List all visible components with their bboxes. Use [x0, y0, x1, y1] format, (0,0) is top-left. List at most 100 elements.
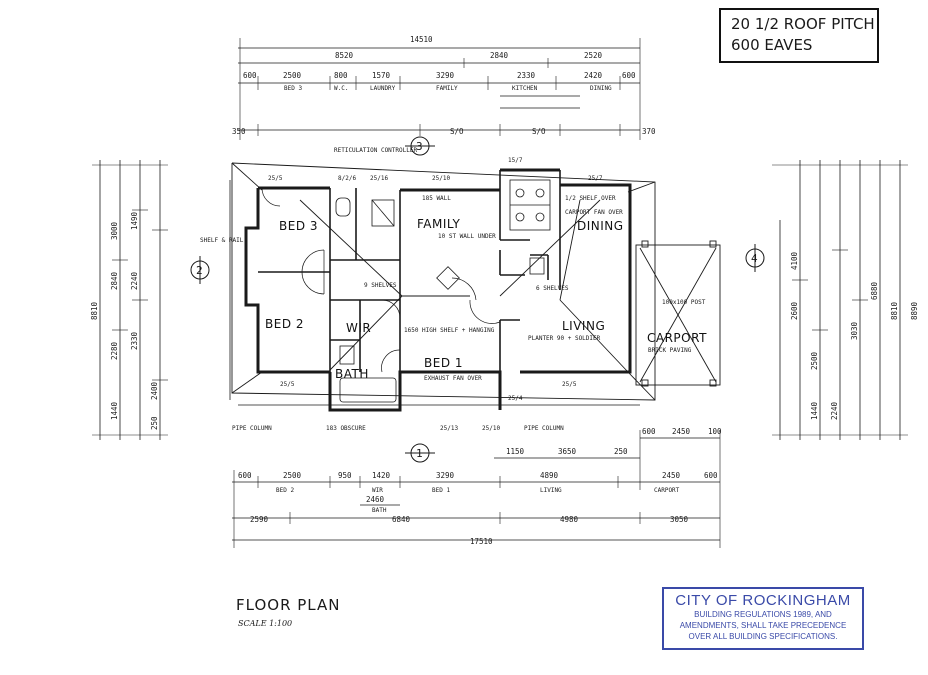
- lbl-bot-bath: BATH: [372, 507, 387, 514]
- section-right-label: 4: [751, 252, 758, 265]
- note-shelf-over: 1/2 SHELF OVER: [565, 195, 616, 202]
- dim-right-1: 2600: [790, 301, 799, 320]
- section-left-label: 2: [196, 264, 203, 277]
- note-pipe-column-right: PIPE COLUMN: [524, 425, 564, 432]
- dim-bot-r3-2: 950: [338, 471, 352, 480]
- lbl-bot-living: LIVING: [540, 487, 562, 494]
- dim-right-5: 8810: [890, 301, 899, 320]
- dim-top-r3-5: 2330: [517, 71, 536, 80]
- dim-left-8: 2400: [150, 381, 159, 400]
- callout-i: 25/10: [482, 425, 500, 432]
- note-planter: PLANTER 90 + SOLDIER: [528, 335, 601, 342]
- dim-left-6: 2330: [130, 331, 139, 350]
- lbl-top-wc: W.C.: [334, 85, 348, 92]
- room-dining: DINING: [577, 219, 624, 233]
- lbl-top-kitchen: KITCHEN: [512, 85, 538, 92]
- note-9-shelves: 9 SHELVES: [364, 282, 397, 289]
- stamp-heading: CITY OF ROCKINGHAM: [675, 592, 851, 609]
- callout-c: 25/16: [370, 175, 388, 182]
- dim-top-r3-4: 3290: [436, 71, 455, 80]
- note-obscure: 183 OBSCURE: [326, 425, 366, 432]
- right-dimension-lines: [772, 160, 908, 440]
- dim-top-r4-3: 370: [642, 127, 656, 136]
- dim-bot-r4-2: 4980: [560, 515, 579, 524]
- dim-top-r3-3: 1570: [372, 71, 391, 80]
- roof-outline: [231, 162, 656, 401]
- lbl-bot-bed2: BED 2: [276, 487, 294, 494]
- room-bed2: BED 2: [265, 317, 304, 331]
- room-family: FAMILY: [417, 217, 460, 231]
- room-bed1: BED 1: [424, 356, 463, 370]
- dim-top-r3-1: 2500: [283, 71, 302, 80]
- callout-e: 15/7: [508, 157, 523, 164]
- dim-top-r3-7: 600: [622, 71, 636, 80]
- eaves-line: 600 EAVES: [731, 36, 813, 54]
- bottom-dimension-lines: [232, 404, 721, 548]
- dim-right-3: 3030: [850, 321, 859, 340]
- callout-d: 25/10: [432, 175, 450, 182]
- external-walls: [244, 168, 632, 412]
- dim-top-b: 2840: [490, 51, 509, 60]
- dim-top-r3-0: 600: [243, 71, 257, 80]
- lbl-bot-wir: WIR: [372, 487, 383, 494]
- dim-right-8: 2240: [830, 401, 839, 420]
- council-stamp: CITY OF ROCKINGHAM BUILDING REGULATIONS …: [662, 587, 864, 650]
- room-bath: BATH: [335, 367, 369, 381]
- room-living: LIVING: [562, 319, 605, 333]
- note-carport-fan: CARPORT FAN OVER: [565, 209, 623, 216]
- callout-k: 25/5: [562, 381, 577, 388]
- dim-bot-r2-0: 1150: [506, 447, 525, 456]
- dim-bot-r1-2: 100: [708, 427, 722, 436]
- room-wir: WIR: [346, 321, 371, 335]
- note-post: 100x100 POST: [662, 299, 706, 306]
- dim-bot-r4-3: 3050: [670, 515, 689, 524]
- callout-b: 8/2/6: [338, 175, 356, 182]
- dim-top-r3-2: 800: [334, 71, 348, 80]
- drawing-title: FLOOR PLAN: [236, 596, 341, 614]
- dim-right-2: 2500: [810, 351, 819, 370]
- dim-top-a: 8520: [335, 51, 354, 60]
- stamp-line-2: AMENDMENTS, SHALL TAKE PRECEDENCE: [679, 621, 847, 630]
- dim-bot-r2-2: 250: [614, 447, 628, 456]
- dim-bot-r4-0: 2590: [250, 515, 269, 524]
- dim-top-r4-0: 350: [232, 127, 246, 136]
- dim-bot-r3-1: 2500: [283, 471, 302, 480]
- dim-left-4: 1440: [110, 401, 119, 420]
- note-pipe-column-left: PIPE COLUMN: [232, 425, 272, 432]
- dim-bot-r3-7: 600: [704, 471, 718, 480]
- section-bottom-label: 1: [416, 447, 423, 460]
- callout-j: 25/4: [508, 395, 523, 402]
- dim-top-r4-2: S/O: [532, 127, 546, 136]
- dim-left-5: 1490: [130, 211, 139, 230]
- note-shelf-rail: SHELF & RAIL: [200, 237, 244, 244]
- lbl-bot-carport: CARPORT: [654, 487, 680, 494]
- left-dimension-lines: [92, 160, 231, 440]
- note-high-shelf: 1650 HIGH SHELF + HANGING: [404, 327, 495, 334]
- note-10-wall: 10 ST WALL UNDER: [438, 233, 496, 240]
- dim-bot-r1-0: 600: [642, 427, 656, 436]
- callout-g: 25/5: [280, 381, 295, 388]
- top-dimension-lines: [238, 38, 641, 140]
- dim-top-r3-6: 2420: [584, 71, 603, 80]
- room-bed3: BED 3: [279, 219, 318, 233]
- note-185-wall: 185 WALL: [422, 195, 451, 202]
- dim-right-4: 6880: [870, 281, 879, 300]
- dim-top-overall: 14510: [410, 35, 433, 44]
- dim-bot-bath: 2460: [366, 495, 385, 504]
- note-6-shelves: 6 SHELVES: [536, 285, 569, 292]
- dim-bot-r3-0: 600: [238, 471, 252, 480]
- dim-bot-r3-4: 3290: [436, 471, 455, 480]
- door-swings: [261, 187, 501, 373]
- lbl-top-bed3: BED 3: [284, 85, 302, 92]
- dim-right-6: 8890: [910, 301, 919, 320]
- dim-left-9: 250: [150, 416, 159, 430]
- note-exhaust: EXHAUST FAN OVER: [424, 375, 482, 382]
- carport: [635, 240, 721, 387]
- dim-bot-r3-3: 1420: [372, 471, 391, 480]
- room-carport: CARPORT: [647, 331, 707, 345]
- stamp-line-3: OVER ALL BUILDING SPECIFICATIONS.: [688, 632, 838, 641]
- dim-right-0: 4100: [790, 251, 799, 270]
- callout-h: 25/13: [440, 425, 458, 432]
- section-top-label: 3: [416, 140, 423, 153]
